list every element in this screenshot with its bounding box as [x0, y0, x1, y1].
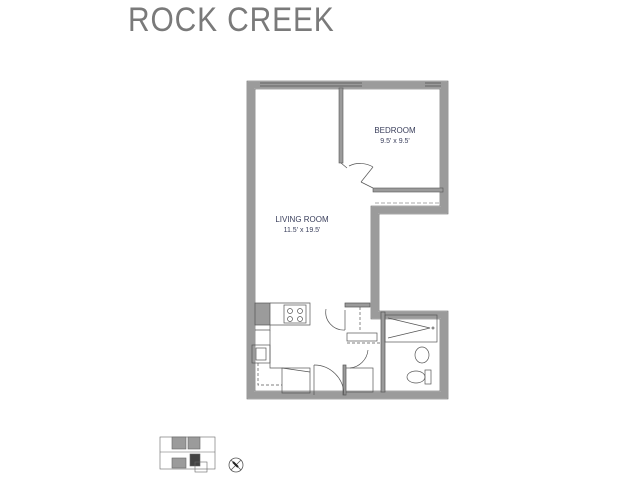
living-room-dimensions: 11.5' x 19.5' — [284, 227, 321, 234]
closets — [313, 302, 385, 396]
exterior-wall-outline — [246, 80, 449, 400]
page-title: ROCK CREEK — [128, 1, 335, 39]
bathroom — [380, 311, 438, 393]
north-arrow-icon — [228, 457, 244, 473]
bedroom-dimensions: 9.5' x 9.5' — [380, 138, 410, 145]
exterior-walls — [247, 81, 448, 399]
toilet-icon — [406, 370, 426, 384]
kitchen — [251, 302, 311, 394]
bedroom-walls — [338, 87, 444, 204]
windows — [260, 82, 441, 87]
bedroom-door — [340, 162, 374, 189]
key-plan — [159, 436, 216, 473]
bathtub-icon — [384, 314, 438, 343]
stove-icon — [283, 304, 307, 324]
bedroom-label: BEDROOM — [374, 126, 416, 135]
sink-icon — [414, 346, 430, 364]
fridge-icon — [281, 367, 311, 394]
toilet-tank-icon — [424, 369, 432, 385]
living-room-label: LIVING ROOM — [275, 215, 329, 224]
